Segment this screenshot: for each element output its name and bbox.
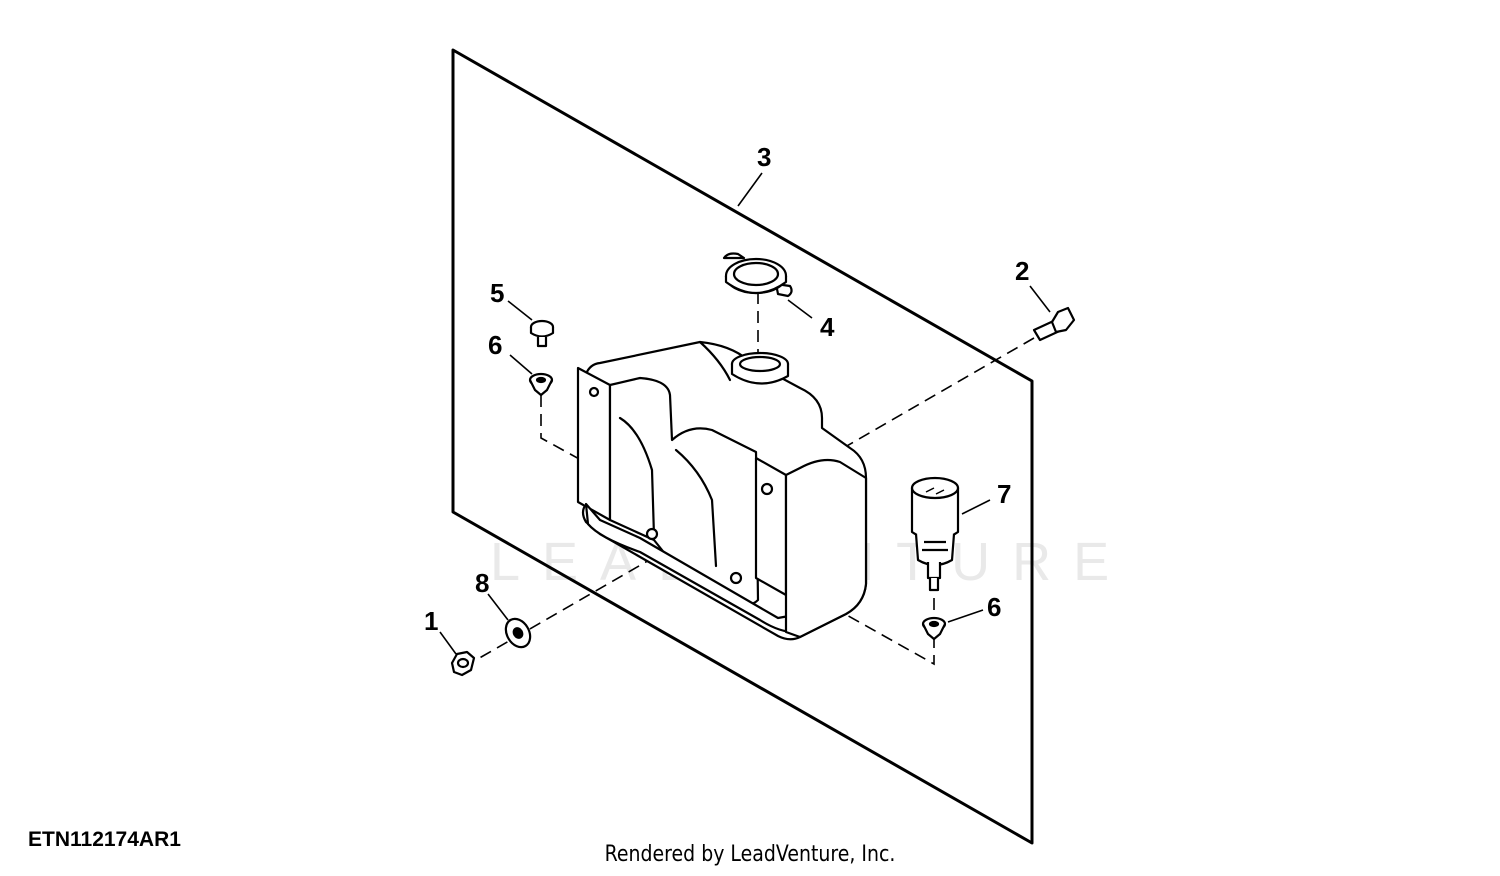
bolt	[1032, 306, 1076, 342]
callouts: 3 2 5 6 4 7 6 8 1	[424, 142, 1029, 636]
washer-pump	[910, 476, 960, 592]
credit-text: Rendered by LeadVenture, Inc.	[604, 842, 896, 867]
callout-3: 3	[757, 142, 771, 172]
callout-7: 7	[997, 479, 1011, 509]
callout-5: 5	[490, 278, 504, 308]
hex-nut	[450, 650, 476, 677]
grommet-lower	[921, 616, 947, 641]
mounting-panel	[451, 48, 1034, 845]
push-fastener	[529, 319, 555, 348]
leader-lines	[439, 172, 1051, 655]
callout-6-upper: 6	[488, 330, 502, 360]
callout-8: 8	[475, 568, 489, 598]
callout-1: 1	[424, 606, 438, 636]
reference-code: ETN112174AR1	[28, 828, 181, 851]
washer-tank	[576, 340, 868, 641]
grommet-upper	[528, 372, 554, 397]
filler-cap	[722, 252, 793, 298]
flat-washer	[504, 617, 532, 649]
callout-4: 4	[820, 312, 835, 342]
callout-2: 2	[1015, 256, 1029, 286]
callout-6-lower: 6	[987, 592, 1001, 622]
